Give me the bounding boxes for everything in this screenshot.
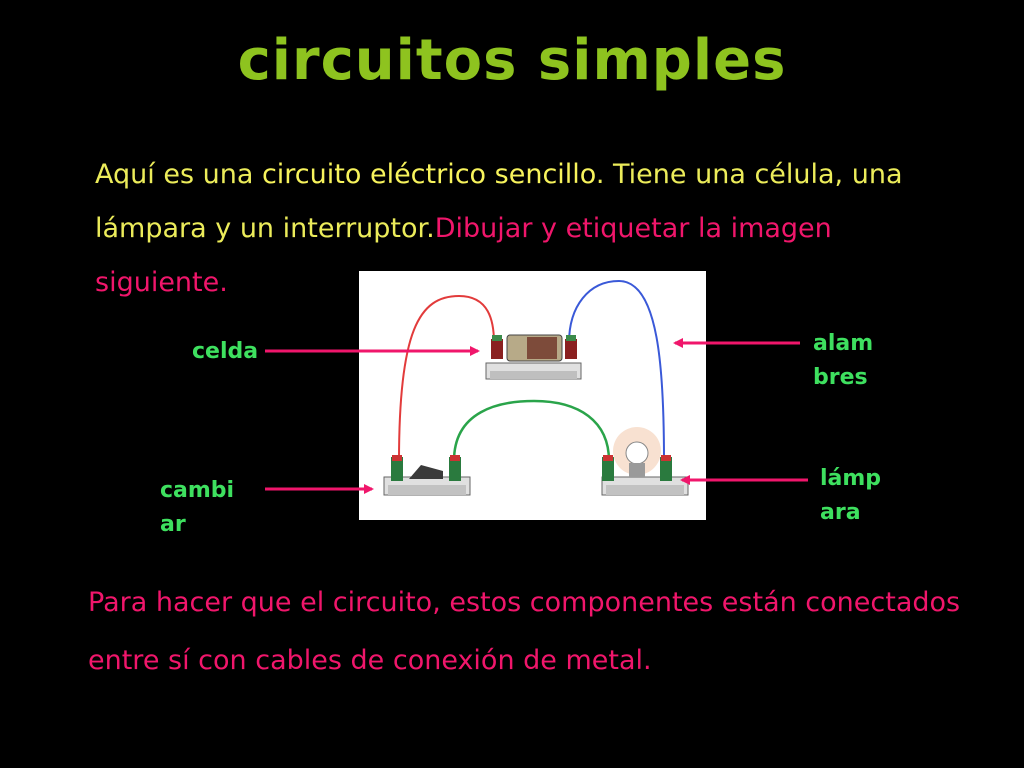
- intro-instruction: Dibujar y etiquetar la imagen siguiente.: [95, 213, 832, 298]
- label-switch-line2: ar: [160, 512, 186, 537]
- label-lamp-line1: lámp: [820, 466, 882, 491]
- blue-wire: [568, 279, 665, 462]
- circuit-illustration: [383, 279, 689, 496]
- green-wire: [452, 399, 611, 462]
- battery-component: [485, 334, 582, 380]
- label-wires: alam bres: [813, 327, 873, 395]
- label-lamp: lámp ara: [820, 462, 881, 530]
- outro-paragraph: Para hacer que el circuito, estos compon…: [88, 587, 961, 676]
- label-cell: celda: [192, 339, 259, 364]
- intro-paragraph: Aquí es una circuito eléctrico sencillo.…: [95, 148, 925, 310]
- intro-text-2: . Tiene una célula, una lámpara y un int…: [95, 159, 903, 244]
- lamp-component: [601, 427, 689, 496]
- label-switch: cambi ar: [160, 474, 234, 542]
- intro-text-1: Aquí es una: [95, 159, 262, 190]
- label-wires-line1: alam: [813, 331, 874, 356]
- circuit-diagram: [359, 271, 706, 520]
- label-switch-line1: cambi: [160, 478, 235, 503]
- label-lamp-line2: ara: [820, 500, 861, 525]
- slide-title: circuitos simples: [237, 28, 787, 93]
- red-wire: [398, 294, 495, 462]
- switch-component: [383, 455, 471, 496]
- intro-highlight: circuito eléctrico sencillo: [261, 159, 596, 190]
- label-wires-line2: bres: [813, 365, 868, 390]
